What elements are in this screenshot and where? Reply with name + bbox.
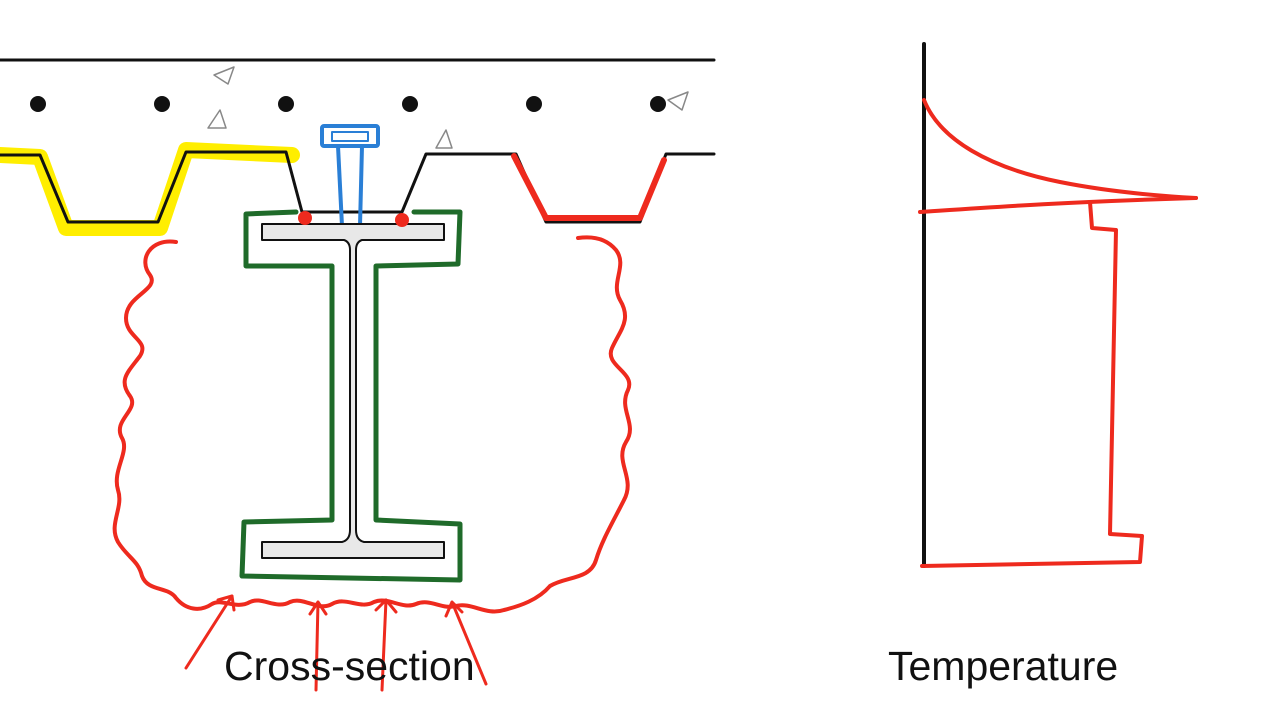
steel-i-beam [261, 223, 445, 559]
cross-section-label: Cross-section [224, 643, 475, 689]
heated-deck-right [511, 153, 667, 221]
rebar-dot [30, 96, 46, 112]
cross-section-drawing [0, 58, 716, 692]
hot-spot [395, 213, 409, 227]
slab-temperature-curve [922, 98, 1198, 200]
temperature-label: Temperature [888, 643, 1119, 689]
interface-line [918, 196, 1198, 214]
fire-arrow [374, 598, 398, 692]
stud-shank [336, 144, 364, 228]
hot-spot [298, 211, 312, 225]
stud-head [320, 124, 380, 148]
fire-arrows [184, 594, 488, 692]
fire-outline [112, 235, 632, 614]
beam-temperature-curve [920, 200, 1144, 568]
aggregate-triangle [667, 91, 689, 111]
rebar-dot [402, 96, 418, 112]
temperature-profile [918, 42, 1198, 568]
fire-arrow [308, 600, 328, 692]
rebar-row [30, 96, 666, 112]
aggregate-triangle [213, 66, 235, 85]
fire-arrow [184, 594, 236, 670]
fire-arrow [444, 600, 488, 686]
aggregate-triangle [207, 109, 227, 129]
aggregate-triangle [435, 129, 453, 149]
rebar-dot [154, 96, 170, 112]
rebar-dot [526, 96, 542, 112]
rebar-dot [650, 96, 666, 112]
aggregate [207, 66, 689, 149]
rebar-dot [278, 96, 294, 112]
fire-insulation-outline [239, 209, 463, 583]
steel-deck-profile [0, 150, 716, 224]
